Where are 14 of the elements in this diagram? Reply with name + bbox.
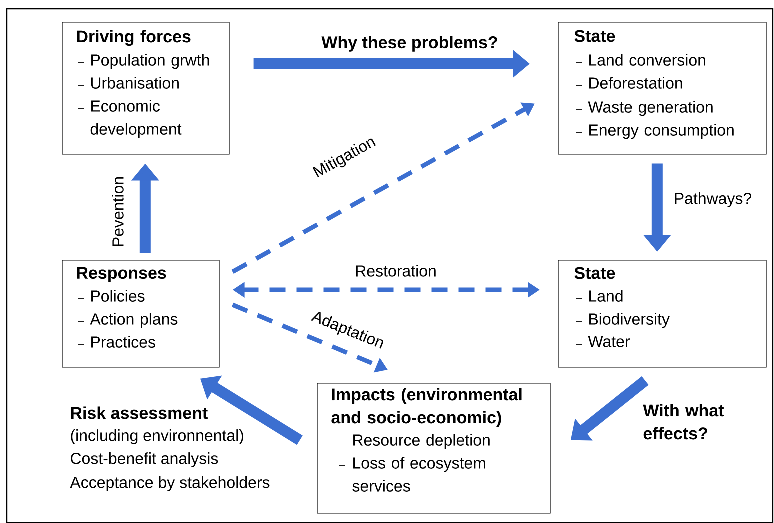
edge-label: Restoration [356,265,436,277]
edge-label: Pathways? [675,192,752,208]
list-box: State Land Biodiversity Water [558,260,767,368]
edge-label: With what effects? [643,404,724,440]
note-text: Cost-benefit analysis [71,452,218,468]
list-box: Driving forces Population grwth Urbanisation Economic development [62,22,230,155]
edge-label: Why these problems? [322,36,498,52]
note-text: Acceptance by stakeholders [70,476,270,492]
list-box: Responses Policies Action plans Practices [62,260,220,368]
note-text: (including environnental) [71,430,244,444]
list-box: Impacts (environmental and socio-economic) Resource depletion Loss of ecosystem services [317,383,551,514]
list-box: State Land conversion Deforestation Waste generation Energy consumption [558,22,767,155]
edge-label: Pevention [112,177,124,246]
edge-label: Risk assessment [71,406,208,420]
